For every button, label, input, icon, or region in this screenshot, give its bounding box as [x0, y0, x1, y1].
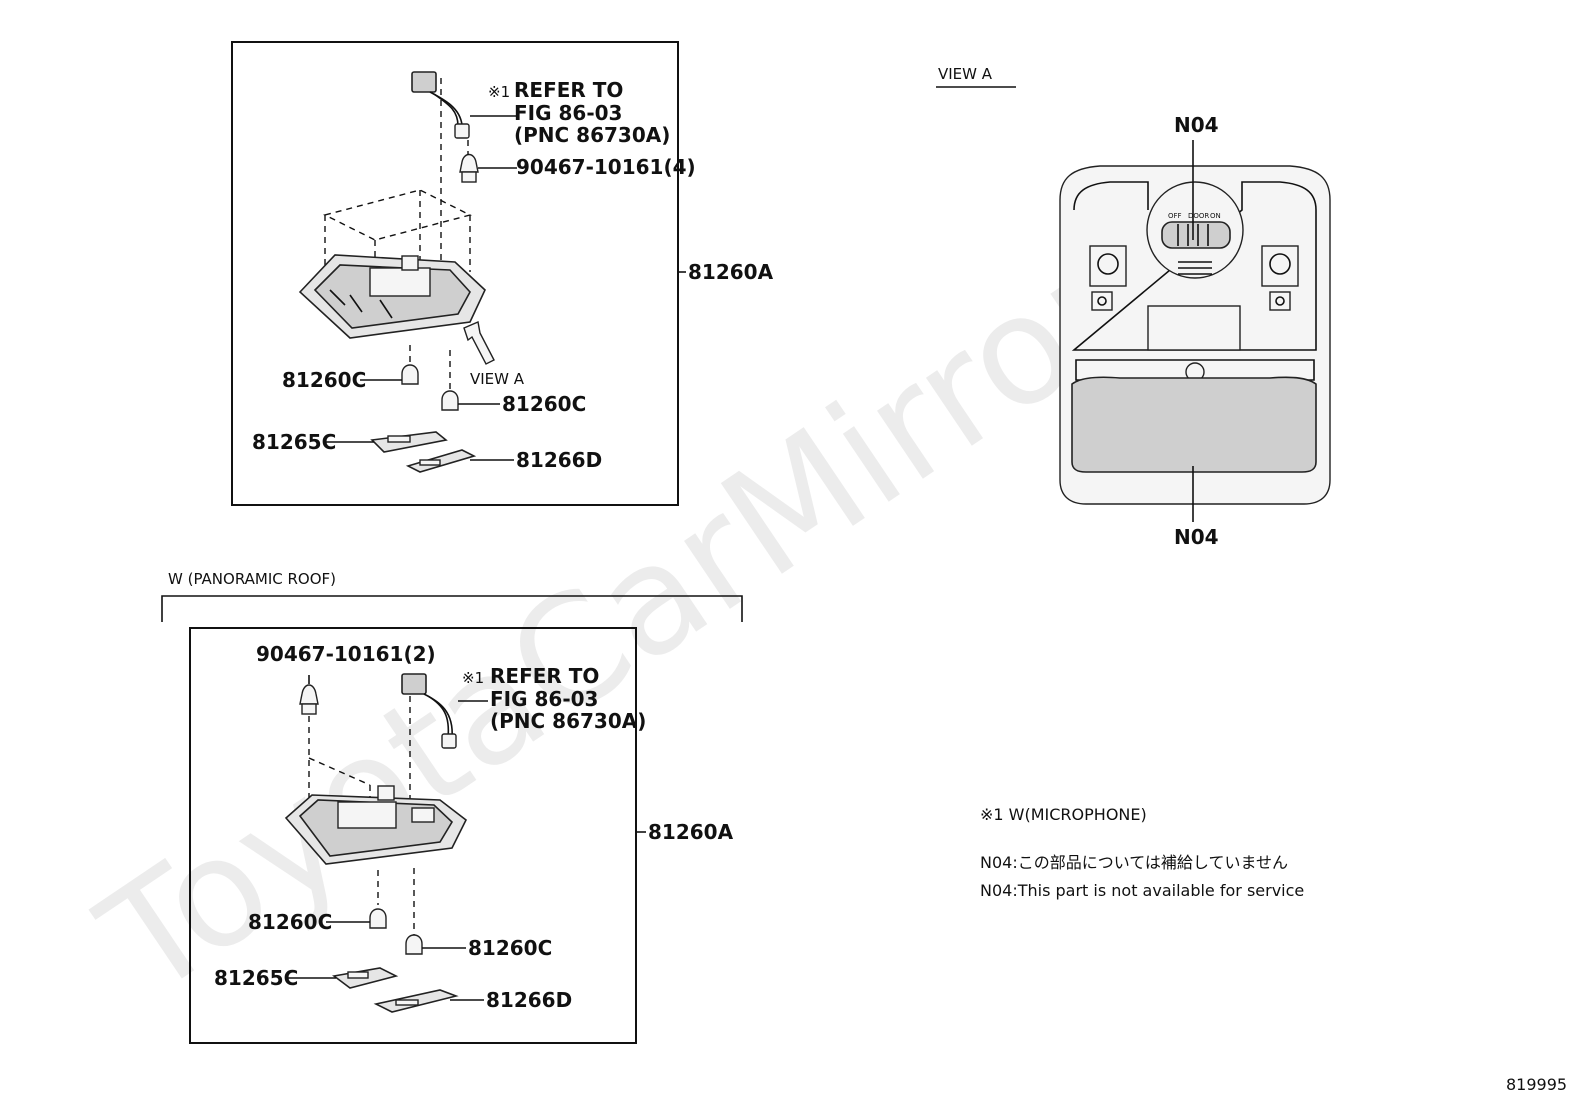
upper-lens-left-label: 81265C	[252, 430, 336, 454]
upper-dashed-guides	[323, 78, 472, 395]
switch-mark-door: DOOR	[1188, 212, 1209, 220]
upper-lens-right-icon	[405, 449, 477, 473]
lower-refer-line-1: REFER TO	[490, 664, 599, 688]
lower-frame	[189, 627, 637, 1044]
lower-connector-icon	[401, 673, 457, 749]
n04-note-japanese: N04:この部品については補給していません	[980, 853, 1288, 872]
upper-bulb-right-icon	[441, 390, 459, 411]
n04-bottom-label: N04	[1174, 525, 1219, 549]
lower-bulb-right-label: 81260C	[468, 936, 552, 960]
lower-refer-line-3: (PNC 86730A)	[490, 709, 646, 733]
view-a-arrow-icon	[463, 321, 495, 365]
lower-bolt-icon	[299, 684, 319, 715]
switch-mark-on: ON	[1210, 212, 1221, 220]
lower-bulb-right-icon	[405, 934, 423, 955]
lower-lens-left-icon	[332, 967, 399, 989]
upper-bulb-left-icon	[401, 364, 419, 385]
lower-group-bracket	[161, 595, 743, 622]
switch-mark-off: OFF	[1168, 212, 1182, 220]
upper-panel: VIEW A ※1 REFER TO FIG 86-03 (PNC 86730A…	[231, 41, 774, 506]
n04-note-english: N04:This part is not available for servi…	[980, 881, 1304, 900]
upper-refer-mark: ※1	[488, 83, 510, 101]
lower-group-title: W (PANORAMIC ROOF)	[168, 570, 336, 588]
upper-lamp-housing-icon	[298, 254, 486, 339]
overhead-console-icon	[1059, 165, 1331, 505]
lower-lens-right-icon	[373, 989, 459, 1013]
lower-refer-line-2: FIG 86-03	[490, 687, 598, 711]
notes: ※1 W(MICROPHONE) N04:この部品については補給していません N…	[980, 805, 1304, 900]
upper-bulb-left-label: 81260C	[282, 368, 366, 392]
view-a-arrow-label: VIEW A	[470, 370, 525, 388]
upper-frame	[231, 41, 679, 506]
lower-lens-left-label: 81265C	[214, 966, 298, 990]
view-a-title: VIEW A	[938, 65, 993, 83]
lower-lamp-housing-icon	[284, 785, 468, 865]
n04-top-label: N04	[1174, 113, 1219, 137]
upper-assembly-label: 81260A	[688, 260, 774, 284]
lower-refer-mark: ※1	[462, 669, 484, 687]
figure-id: 819995	[1506, 1075, 1567, 1094]
lower-bulb-left-icon	[369, 908, 387, 929]
upper-connector-icon	[411, 71, 470, 139]
upper-refer-line-3: (PNC 86730A)	[514, 123, 670, 147]
footnote-microphone: ※1 W(MICROPHONE)	[980, 805, 1147, 824]
upper-refer-line-2: FIG 86-03	[514, 101, 622, 125]
lower-panel: 90467-10161(2) ※1 REFER TO FIG 86-03 (PN…	[189, 627, 734, 1044]
lower-assembly-label: 81260A	[648, 820, 734, 844]
view-a: VIEW A	[936, 65, 1331, 549]
upper-lens-left-icon	[370, 431, 448, 453]
upper-bolt-icon	[459, 153, 479, 183]
lower-bulb-left-label: 81260C	[248, 910, 332, 934]
lower-bolt-label: 90467-10161(2)	[256, 642, 436, 666]
upper-refer-line-1: REFER TO	[514, 78, 623, 102]
upper-bulb-right-label: 81260C	[502, 392, 586, 416]
upper-bolt-label: 90467-10161(4)	[516, 155, 696, 179]
lower-lens-right-label: 81266D	[486, 988, 572, 1012]
upper-lens-right-label: 81266D	[516, 448, 602, 472]
